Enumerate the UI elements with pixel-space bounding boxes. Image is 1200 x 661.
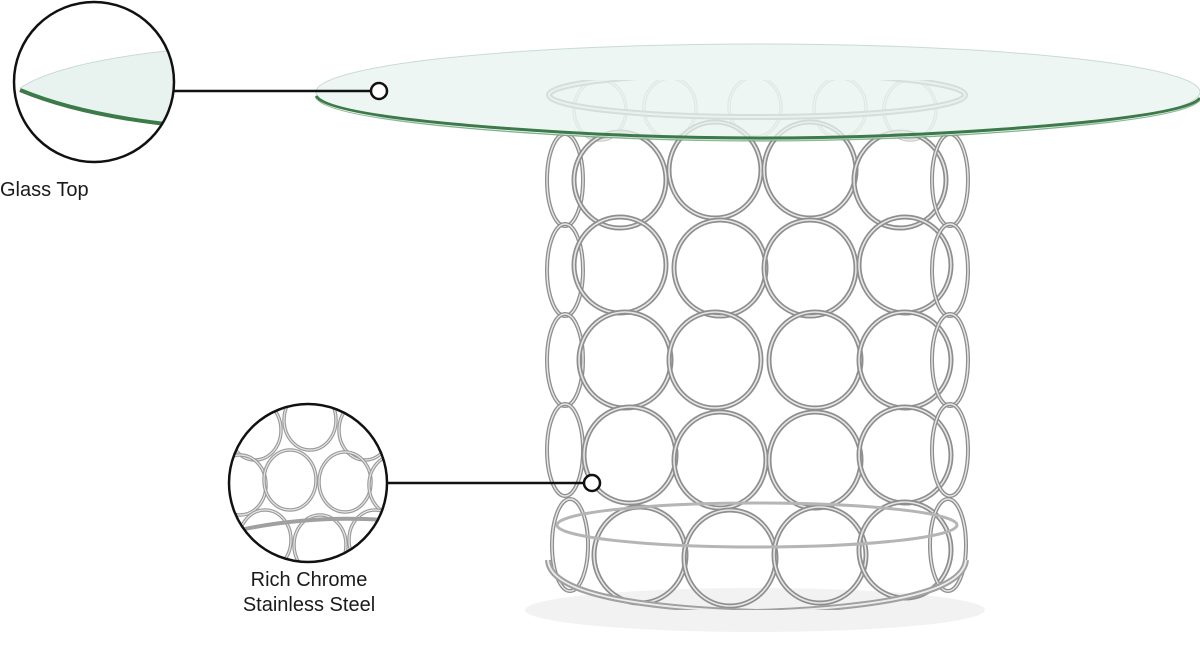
glass-top-zoom-bubble: [12, 0, 176, 164]
glass-tabletop: [314, 43, 1200, 142]
chrome-label: Rich Chrome Stainless Steel: [224, 568, 394, 618]
glass-top-callout-dot: [369, 81, 389, 101]
chrome-pedestal-base: [545, 80, 970, 610]
chrome-zoom-bubble: [227, 402, 389, 564]
glass-top-label: Glass Top: [0, 179, 89, 201]
chrome-label-line2: Stainless Steel: [242, 594, 376, 616]
chrome-callout-dot: [582, 473, 602, 493]
chrome-label-line1: Rich Chrome: [250, 569, 368, 591]
